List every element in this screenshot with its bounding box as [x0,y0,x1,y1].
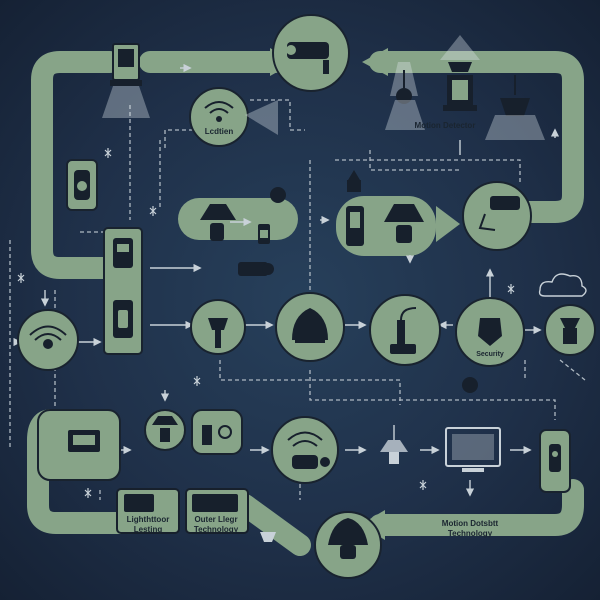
motion-detector-label-top: Motion Detector [415,121,476,130]
security-node: Security [455,297,525,367]
monitor-node [445,427,501,472]
motion-detector-top-label: Motion Detector [415,121,476,130]
motion-detector-sublabel-bottom: Technology [448,529,493,538]
thermostat-node [37,409,121,481]
outer-tech-sublabel: Technology [194,525,239,534]
small-camera-node [462,377,478,393]
wall-switch-node-right [539,429,571,493]
lighting-left-sublabel: Lesting [134,525,163,534]
camera-node-right [462,181,532,251]
wifi-node-left [17,309,79,371]
pendant-light-node-center [190,299,246,355]
lamp-node-lower-1 [144,409,186,451]
small-wall-lamp-bottom [260,532,276,542]
cloud-weather-node [538,273,587,297]
switch-node-lower [191,409,243,455]
wifi-router-node: Lcdtien [189,87,278,147]
faucet-sensor-node [369,294,441,366]
outdoor-lamp-node-right [544,304,596,356]
security-camera-node [272,14,350,92]
pendant-lamp-node-right [485,75,545,140]
outer-tech-label: Outer Llegr [194,515,237,524]
wifi-node-label: Lcdtien [205,127,234,136]
outer-tech-panel-node: Outer Llegr Technology [185,488,249,534]
security-label: Security [476,351,504,358]
motion-detector-label-bottom: Motion Dotsbtt [442,519,499,528]
control-panel-node [103,227,143,355]
speaker-node [271,416,339,484]
wall-lamp-node-lower [380,425,408,464]
kiosk-device-node [102,43,150,118]
doorbell-device-node [66,159,98,211]
motion-detector-bottom-label: Motion Dotsbtt Technology [442,519,499,538]
connectors [9,63,586,500]
phone-device-node [346,170,364,246]
decorative-sparks [17,148,515,498]
lighting-panel-node: Lighthttoor Lesting [116,488,180,534]
lock-device-node [258,187,286,244]
ceiling-lamp-node-left [385,62,425,130]
bell-lamp-node-bottom [314,511,382,579]
cctv-mini-node [238,262,274,276]
table-lamp-node-2 [384,204,424,243]
bell-lamp-node [275,292,345,362]
lantern-node [440,35,480,111]
table-lamp-node-1 [200,204,236,241]
lighting-left-label: Lighthttoor [127,515,170,524]
